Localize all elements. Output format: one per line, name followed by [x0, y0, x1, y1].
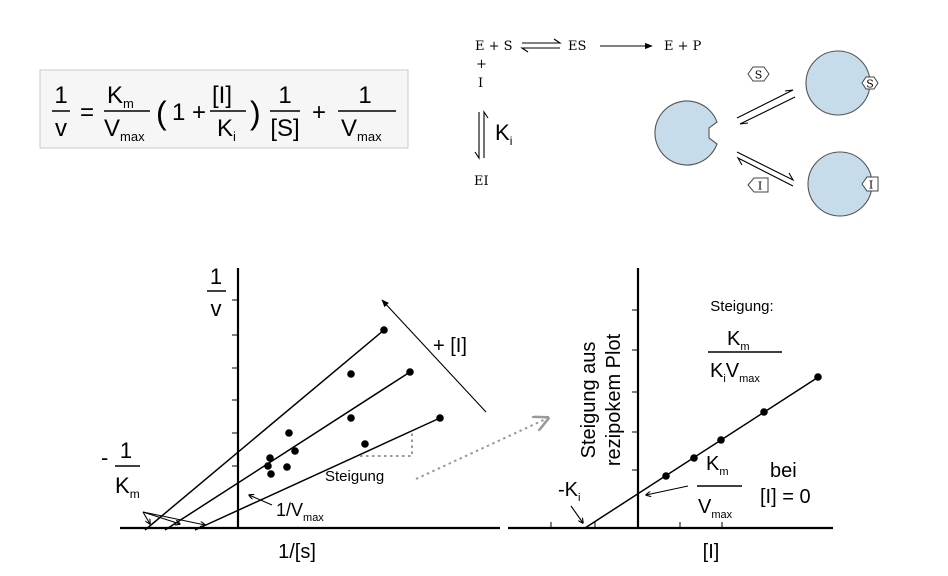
svg-text:Km: Km	[706, 453, 729, 478]
rate-equation: 1 v = Km Vmax ( 1 + [I] Ki ) 1 [S] + 1 V…	[39, 69, 409, 149]
data-point	[347, 370, 355, 378]
svg-text:Vmax: Vmax	[698, 496, 733, 521]
increasing-inhibitor-label: + [I]	[433, 335, 467, 357]
eq-vmax: Vmax	[104, 115, 145, 144]
data-point	[264, 462, 272, 470]
svg-text:I: I	[869, 179, 873, 192]
eq-plus: +	[312, 99, 326, 126]
scheme-e-plus-s: E + S	[475, 39, 513, 54]
bei-label-1: bei	[770, 460, 797, 482]
enzyme-substrate-complex	[805, 50, 871, 116]
slope-formula: Km KiVmax	[708, 328, 782, 385]
equation-box	[39, 69, 409, 149]
connector-arrow	[415, 418, 548, 480]
left-y-ticks	[232, 299, 238, 467]
enzyme-cartoon: S I S I	[654, 50, 879, 217]
eq-equals: =	[80, 99, 94, 126]
data-point	[347, 414, 355, 422]
replot-point	[717, 436, 725, 444]
right-x-label: [I]	[703, 541, 720, 563]
scheme-plus: +	[476, 57, 487, 72]
svg-text:-: -	[101, 445, 108, 470]
left-y-label-den: v	[211, 296, 222, 321]
replot-intercept-label: Km Vmax	[697, 453, 742, 521]
reciprocal-lines	[144, 329, 441, 531]
reciprocal-line-1	[144, 329, 385, 531]
data-point	[291, 447, 299, 455]
eq-lhs-denominator: v	[55, 115, 67, 142]
svg-text:S: S	[755, 69, 763, 82]
free-substrate-hex	[747, 66, 770, 82]
data-point	[361, 440, 369, 448]
right-y-label: Steigung aus rezipokem Plot	[578, 333, 625, 466]
scheme-inhibitor: I	[478, 76, 483, 91]
eq-last-numerator: 1	[358, 82, 371, 109]
lineweaver-burk-plot: Steigung + [I] 1 v 1/[s] 1/Vmax - 1 Km	[101, 264, 500, 563]
svg-text:S: S	[866, 78, 874, 91]
free-inhibitor-shape	[747, 177, 769, 193]
neg-inverse-km-label: - 1 Km	[101, 438, 140, 501]
svg-text:rezipokem Plot: rezipokem Plot	[603, 333, 625, 466]
svg-text:KiVmax: KiVmax	[710, 360, 760, 385]
eq-recip-numerator: 1	[278, 82, 291, 109]
replot-point	[662, 472, 670, 480]
eq-inhibitor: [I]	[212, 82, 232, 109]
replot-point	[690, 454, 698, 462]
scheme-e-plus-p: E + P	[664, 39, 702, 54]
free-enzyme	[654, 100, 718, 166]
scheme-es: ES	[568, 39, 586, 54]
replot-points	[662, 373, 822, 480]
left-y-label-num: 1	[210, 264, 222, 289]
reaction-scheme: E + S ES E + P + I Ki EI	[474, 38, 702, 189]
eq-one-plus: 1 +	[172, 99, 206, 126]
scheme-ki: Ki	[495, 120, 512, 148]
neg-ki-label: -Ki	[558, 479, 580, 504]
eq-last-denominator: Vmax	[341, 115, 382, 144]
data-points	[264, 326, 444, 478]
eq-lhs-numerator: 1	[54, 82, 67, 109]
left-x-label: 1/[s]	[278, 541, 316, 563]
right-ticks	[550, 309, 723, 528]
bei-label-2: [I] = 0	[760, 486, 811, 508]
eq-ki: Ki	[217, 115, 236, 144]
slope-title: Steigung:	[710, 298, 773, 315]
increasing-inhibitor-arrow	[381, 299, 487, 413]
bound-inhibitor-shape	[861, 176, 879, 192]
data-point	[267, 470, 275, 478]
eq-recip-denominator: [S]	[270, 115, 299, 142]
svg-text:Km: Km	[115, 473, 140, 501]
data-point	[285, 429, 293, 437]
reciprocal-line-2	[164, 371, 411, 531]
intercept-label: 1/Vmax	[276, 500, 324, 524]
eq-km: Km	[107, 82, 134, 111]
data-point	[380, 326, 388, 334]
data-point	[283, 463, 291, 471]
scheme-ei: EI	[474, 174, 489, 189]
bound-substrate-hex	[861, 76, 879, 90]
eq-paren-open: (	[156, 95, 167, 131]
slope-triangle	[360, 432, 413, 457]
data-point	[266, 454, 274, 462]
replot-point	[760, 408, 768, 416]
svg-text:1: 1	[120, 438, 132, 463]
svg-text:Km: Km	[727, 328, 750, 353]
slope-label: Steigung	[325, 468, 384, 485]
eq-paren-close: )	[250, 95, 261, 131]
slope-replot: Steigung aus rezipokem Plot Steigung: Km…	[508, 268, 833, 563]
data-point	[406, 368, 414, 376]
replot-line	[584, 375, 821, 529]
intercept-pointer	[249, 495, 273, 506]
reciprocal-line-3	[194, 417, 441, 531]
data-point	[436, 414, 444, 422]
replot-point	[814, 373, 822, 381]
svg-text:I: I	[758, 180, 762, 193]
svg-text:Steigung aus: Steigung aus	[578, 342, 600, 459]
